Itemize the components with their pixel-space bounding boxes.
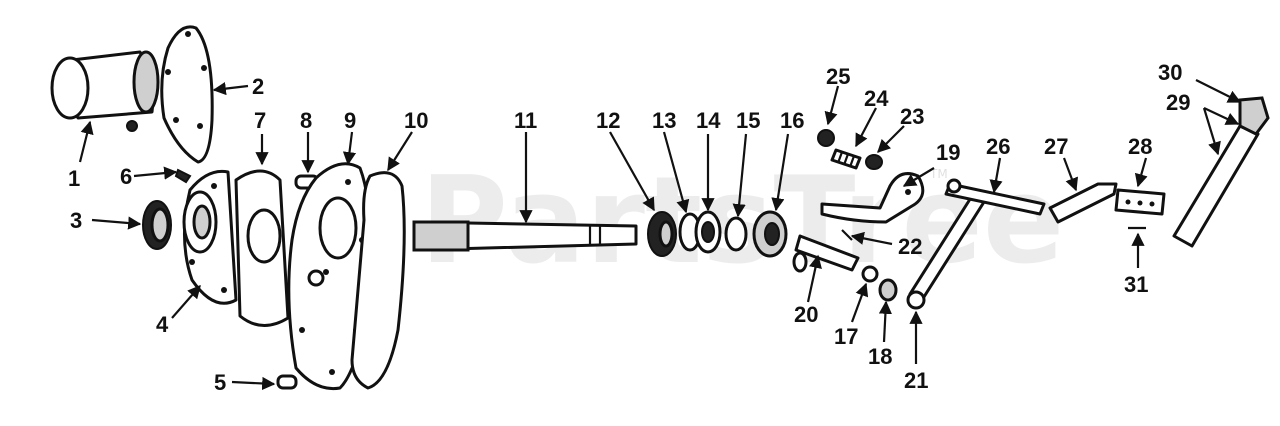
- part-11-shaft: [412, 220, 638, 252]
- callout-20: 20: [794, 302, 818, 327]
- part-28-plate: [1114, 188, 1166, 216]
- callout-23: 23: [900, 104, 924, 129]
- part-6-screw: [174, 168, 192, 184]
- callout-5: 5: [214, 370, 226, 395]
- callout-3: 3: [70, 208, 82, 233]
- part-27-crank-lever: [1048, 182, 1118, 224]
- part-10-gasket: [350, 171, 406, 390]
- part-15-ring: [724, 216, 748, 252]
- part-12-bearing: [647, 211, 677, 257]
- callout-18: 18: [868, 344, 892, 369]
- part-7-gasket: [234, 169, 290, 327]
- part-23-nut: [865, 154, 883, 170]
- part-26-rod: [944, 178, 1046, 216]
- part-30-knob: [1238, 96, 1270, 136]
- part-1-cylinder-housing: [50, 50, 160, 132]
- part-3-bearing: [142, 200, 172, 250]
- callout-13: 13: [652, 108, 676, 133]
- part-16-bushing: [752, 210, 788, 258]
- callout-31: 31: [1124, 272, 1148, 297]
- callout-15: 15: [736, 108, 760, 133]
- part-2-cover-plate: [160, 25, 214, 164]
- callout-2: 2: [252, 74, 264, 99]
- part-17-washer: [861, 265, 879, 283]
- part-4-flange-housing: [182, 169, 238, 305]
- watermark-trademark: TM: [929, 167, 948, 181]
- callout-19: 19: [936, 140, 960, 165]
- callout-11: 11: [514, 108, 537, 133]
- callout-12: 12: [596, 108, 620, 133]
- callout-1: 1: [68, 166, 80, 191]
- callout-27: 27: [1044, 134, 1068, 159]
- callout-9: 9: [344, 108, 356, 133]
- callout-10: 10: [404, 108, 428, 133]
- part-5-pin: [276, 374, 298, 390]
- part-9-housing-plate: [287, 162, 373, 391]
- callout-8: 8: [300, 108, 312, 133]
- callout-4: 4: [156, 312, 169, 337]
- callout-30: 30: [1158, 60, 1182, 85]
- part-19-bracket: [820, 172, 925, 224]
- leader-lines: [78, 79, 1242, 391]
- part-20-lever-shaft: [792, 234, 860, 273]
- callout-17: 17: [834, 324, 858, 349]
- callout-21: 21: [904, 368, 928, 393]
- part-22-pin: [841, 229, 853, 241]
- callout-16: 16: [780, 108, 804, 133]
- callout-26: 26: [986, 134, 1010, 159]
- callout-7: 7: [254, 108, 266, 133]
- callout-labels: 1 2 3 4 5 6 7 8 9 10 11 12 13 14 15 16 1…: [68, 60, 1190, 395]
- part-24-spring: [830, 148, 862, 170]
- callout-24: 24: [864, 86, 889, 111]
- part-14-washer: [694, 210, 722, 254]
- part-25-ball: [817, 129, 835, 147]
- callout-14: 14: [696, 108, 721, 133]
- part-21-linkage-rod: [906, 194, 986, 310]
- callout-22: 22: [898, 234, 922, 259]
- callout-29: 29: [1166, 90, 1190, 115]
- part-18-spacer: [878, 278, 898, 302]
- callout-25: 25: [826, 64, 850, 89]
- callout-6: 6: [120, 164, 132, 189]
- callout-28: 28: [1128, 134, 1152, 159]
